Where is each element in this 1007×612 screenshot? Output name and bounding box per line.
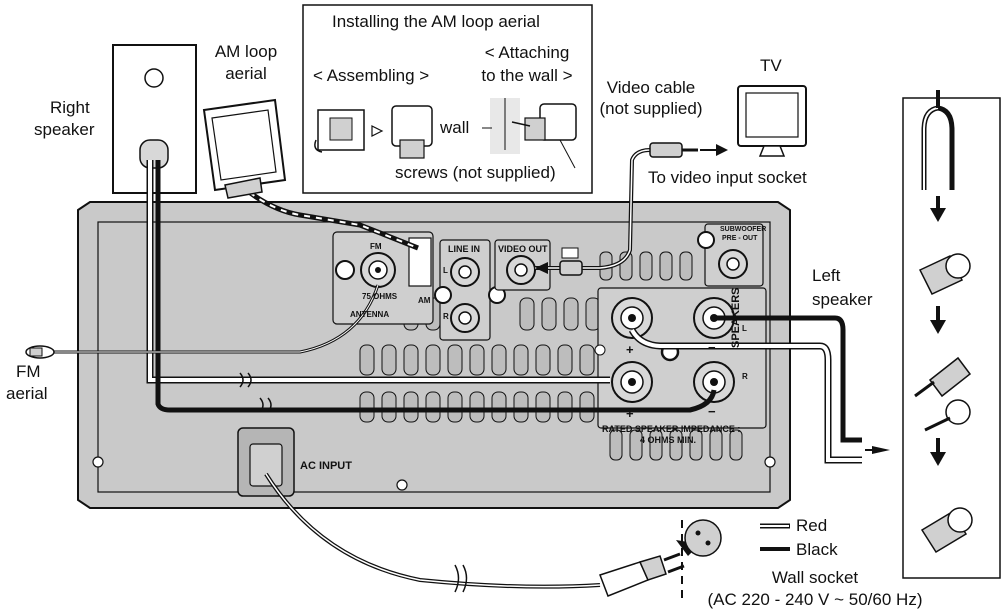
am-loop-label-1: AM loop — [214, 42, 278, 61]
attaching-label-1: < Attaching — [484, 43, 570, 62]
tv-label: TV — [760, 56, 782, 75]
panel-minus-bottom: − — [708, 404, 716, 419]
panel-plus-top: + — [626, 342, 634, 357]
cable-prep-steps-icon — [902, 90, 1001, 579]
left-speaker-label-1: Left — [812, 266, 841, 285]
install-title: Installing the AM loop aerial — [332, 12, 540, 31]
unit-back-panel — [77, 201, 791, 509]
panel-video-out-label: VIDEO OUT — [498, 244, 548, 254]
am-loop-label-2: aerial — [225, 64, 267, 83]
panel-rated-2: 4 OHMS MIN. — [640, 435, 697, 445]
wall-socket-label-1: Wall socket — [771, 568, 859, 587]
video-out-socket[interactable] — [506, 255, 536, 285]
video-cable-label-2: (not supplied) — [599, 99, 703, 118]
legend-red-label: Red — [796, 516, 828, 535]
panel-minus-top: − — [708, 340, 716, 355]
wall-socket-icon — [681, 519, 722, 598]
install-box — [302, 4, 593, 194]
panel-line-in-r: R — [443, 312, 449, 321]
panel-rated-1: RATED SPEAKER IMPEDANCE : — [602, 424, 741, 434]
right-plus-terminal[interactable] — [611, 361, 653, 403]
panel-antenna-label: ANTENNA — [350, 310, 390, 319]
panel-subwoofer-2: PRE - OUT — [722, 235, 758, 242]
panel-speakers-label: SPEAKERS — [730, 287, 742, 348]
line-in-r-socket[interactable] — [450, 303, 480, 333]
panel-am-label: AM — [418, 296, 431, 305]
panel-75ohms-label: 75 OHMS — [362, 292, 398, 301]
ventilation-slots — [359, 251, 743, 461]
right-speaker-label-2: speaker — [34, 120, 95, 139]
left-plus-terminal[interactable] — [611, 297, 653, 339]
video-cable-label-1: Video cable — [606, 78, 696, 97]
video-plug-icon — [535, 142, 728, 276]
subwoofer-socket[interactable] — [718, 249, 748, 279]
fm-aerial-connector-icon — [25, 345, 55, 359]
wall-socket-label-2: (AC 220 - 240 V ~ 50/60 Hz) — [707, 590, 923, 609]
wall-label: wall — [440, 118, 470, 137]
right-speaker-label-1: Right — [50, 98, 90, 117]
panel-line-in-l: L — [443, 266, 448, 275]
power-plug-icon — [599, 540, 700, 597]
panel-fm-label: FM — [370, 242, 382, 251]
panel-ac-input-label: AC INPUT — [300, 460, 352, 472]
right-minus-terminal[interactable] — [693, 361, 735, 403]
am-loop-aerial-icon — [202, 98, 287, 199]
tv-icon — [737, 85, 807, 157]
assembling-label: < Assembling > — [313, 66, 430, 85]
fm-aerial-label-1: FM — [16, 362, 41, 381]
panel-speaker-l: L — [742, 324, 747, 333]
legend-black-label: Black — [796, 540, 838, 559]
fm-socket[interactable] — [360, 252, 396, 288]
to-video-input-label: To video input socket — [648, 168, 807, 187]
fm-aerial-label-2: aerial — [6, 384, 48, 403]
cables — [50, 148, 862, 593]
panel-speaker-r: R — [742, 372, 748, 381]
attaching-label-2: to the wall > — [481, 66, 573, 85]
panel-subwoofer-1: SUBWOOFER — [720, 226, 767, 233]
screws-label: screws (not supplied) — [395, 163, 556, 182]
wire-legend — [760, 523, 790, 551]
left-speaker-label-2: speaker — [812, 290, 873, 309]
line-in-l-socket[interactable] — [450, 257, 480, 287]
panel-plus-bottom: + — [626, 406, 634, 421]
speaker-box-icon — [112, 44, 197, 194]
am-terminal[interactable] — [408, 237, 432, 287]
panel-line-in-label: LINE IN — [448, 244, 481, 254]
